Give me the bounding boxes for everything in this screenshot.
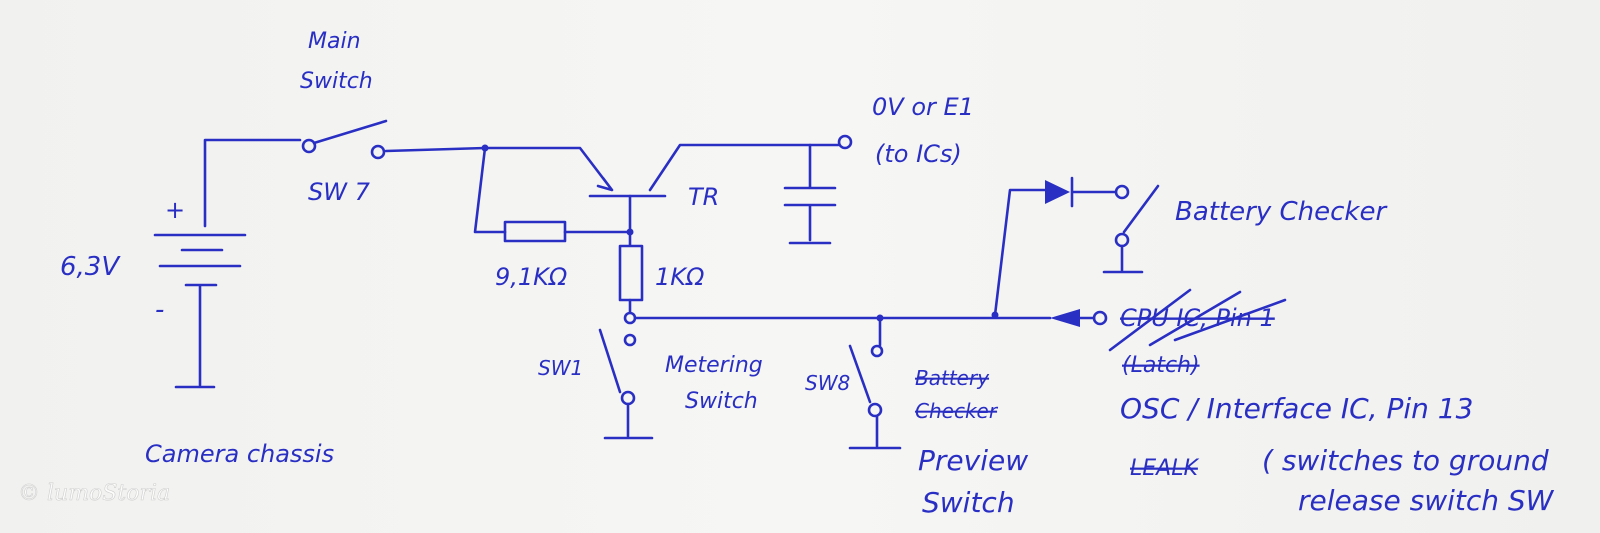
label-sw1: SW1 — [538, 356, 583, 380]
label-camera-chassis: Camera chassis — [145, 440, 334, 468]
label-battery-checker: Battery Checker — [1175, 197, 1388, 227]
label-metering: Metering — [665, 353, 763, 378]
label-sw7: SW 7 — [308, 178, 371, 206]
battery-symbol — [153, 138, 302, 389]
label-struck-cpu: CPU IC, Pin 1 — [1120, 304, 1275, 332]
transistor-tr — [473, 143, 812, 325]
metering-switch-sw1 — [598, 328, 654, 440]
preview-switch-sw8 — [848, 316, 902, 450]
label-r-9k1: 9,1KΩ — [495, 263, 568, 291]
label-r-1k: 1KΩ — [655, 263, 705, 291]
label-struck-battery: Battery — [915, 366, 990, 390]
label-struck-latch: (Latch) — [1122, 353, 1200, 378]
label-tr: TR — [688, 183, 719, 211]
strike-scribble — [1108, 288, 1287, 352]
label-plus: + — [165, 196, 185, 224]
main-switch-sw7 — [301, 119, 487, 160]
label-struck-checker: Checker — [915, 399, 999, 423]
label-metering-switch: Switch — [685, 389, 758, 414]
label-minus: - — [155, 295, 164, 325]
watermark: © lumoStoria — [18, 481, 170, 506]
label-preview: Preview — [918, 444, 1028, 477]
label-preview-switch: Switch — [922, 486, 1015, 519]
label-switch: Switch — [300, 69, 373, 94]
label-osc-interface: OSC / Interface IC, Pin 13 — [1120, 392, 1473, 425]
label-to-ics: (to ICs) — [875, 140, 962, 168]
label-voltage: 6,3V — [60, 252, 121, 282]
label-main: Main — [308, 29, 361, 54]
label-0v-e1: 0V or E1 — [872, 93, 974, 121]
label-note-line2: release switch SW — [1298, 484, 1555, 517]
label-struck-word: LEALK — [1130, 456, 1199, 481]
label-note-line1: ( switches to ground — [1262, 444, 1549, 477]
label-sw8: SW8 — [805, 371, 850, 395]
battery-checker-branch — [993, 176, 1160, 317]
switch-bus — [633, 309, 1108, 327]
capacitor — [783, 134, 853, 245]
